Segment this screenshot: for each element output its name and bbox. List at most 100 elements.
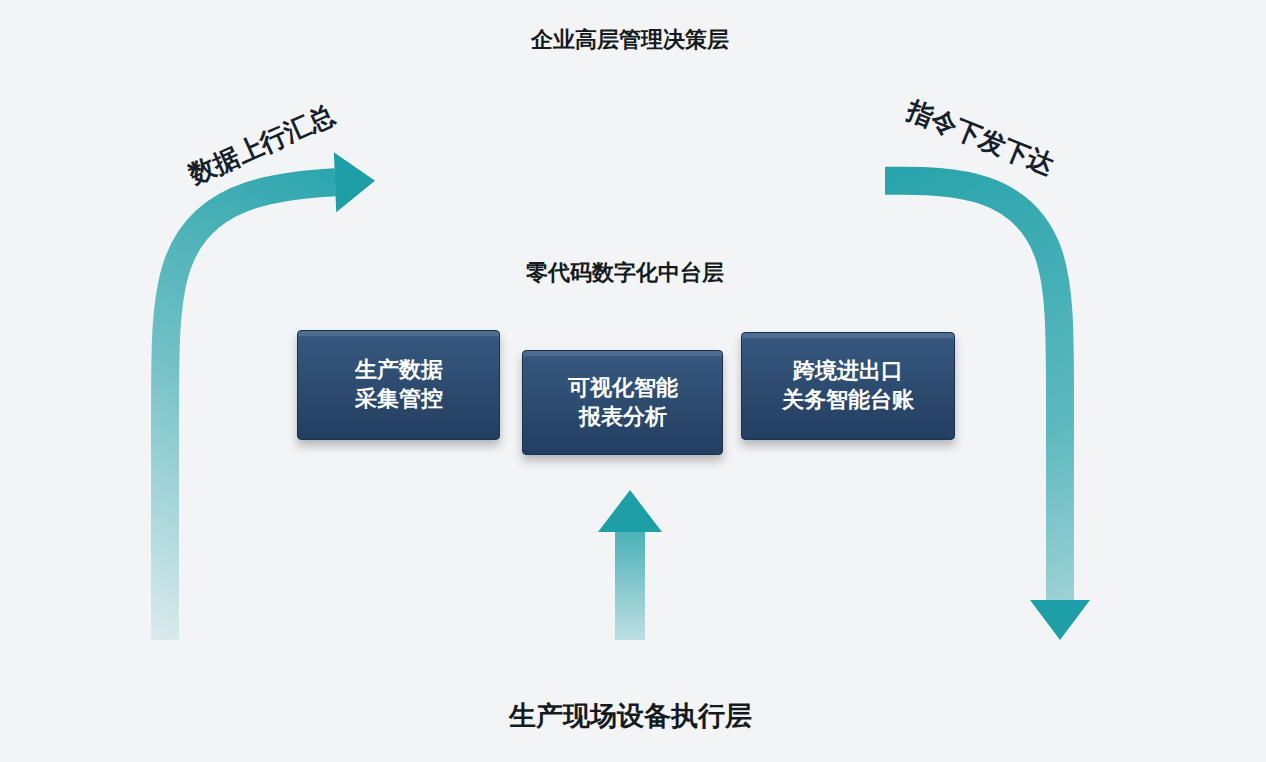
tablet-frame: [568, 298, 676, 352]
screen-bars: [486, 152, 576, 188]
document-fold: [841, 276, 853, 288]
monitor-base: [508, 206, 578, 211]
conveyor-rollers: [80, 560, 280, 574]
chart-tablet: [568, 298, 676, 352]
spindle: [360, 538, 378, 570]
factory-hall-left: [0, 292, 262, 500]
robot-joint: [1140, 580, 1180, 620]
conveyor-rollers: [245, 602, 325, 616]
screen-gauge: [558, 94, 578, 114]
screen-rows: [598, 82, 650, 132]
monitor-neck: [530, 204, 556, 207]
module-box: 跨境进出口 关务智能台账: [741, 332, 955, 440]
machine-foot: [768, 685, 798, 693]
documents: [803, 276, 908, 332]
control-cabinet-machine: [758, 490, 953, 693]
machine-button: [468, 578, 476, 586]
arrow-head: [1030, 600, 1090, 640]
person-shirt: [706, 144, 720, 162]
screen-panel: [592, 73, 662, 193]
person-tie: [748, 160, 752, 180]
spreadsheet-grid: [846, 302, 908, 332]
platform-layer: 零代码数字化中台层生产数据 采集管控 可视化智能 报表分析 跨境进出口 关务智能台账: [235, 255, 1015, 490]
layer-label: 零代码数字化中台层: [526, 259, 724, 288]
hall-beam: [1000, 292, 1266, 302]
spreadsheet: [846, 292, 908, 332]
stage-base: [378, 221, 882, 245]
robot-lower-arm: [1160, 465, 1178, 600]
person-body: [686, 143, 740, 211]
robot-base-disc: [1125, 665, 1195, 690]
chart-line: [582, 305, 664, 330]
hall-wall: [0, 300, 250, 500]
person-head: [738, 128, 762, 152]
document-sheet: [803, 276, 853, 332]
laptop-glyph: [792, 182, 830, 196]
robot-wrist: [1108, 495, 1128, 515]
conveyor-leg: [240, 616, 248, 678]
robot-gripper: [1102, 512, 1132, 548]
arrow-head: [334, 152, 375, 212]
tool-bit: [366, 570, 372, 586]
monitor-screen: [420, 69, 666, 197]
person-tie: [711, 148, 715, 170]
stage-top: [378, 213, 882, 237]
conveyor-belt: [55, 560, 305, 574]
machine-foot: [913, 685, 943, 693]
conveyor-leg: [282, 574, 290, 632]
dial: [766, 560, 790, 584]
tablet-glyph: [404, 282, 424, 310]
machine-screen: [440, 540, 478, 566]
hall-window: [1108, 320, 1172, 412]
parcel: [105, 544, 135, 560]
conveyor-bar: [72, 608, 290, 613]
module-label: 生产数据 采集管控: [322, 356, 476, 413]
robot-joint: [1160, 447, 1196, 483]
screen-rows: [429, 82, 465, 172]
conveyor-leg: [388, 616, 396, 678]
hall-window: [96, 320, 158, 412]
parcel: [250, 544, 280, 560]
execution-layer: 生产现场设备执行层: [150, 640, 1110, 748]
dashboard-monitor: [413, 62, 673, 211]
keypad: [812, 586, 866, 598]
monitor-frame: [413, 62, 673, 204]
chart-bars: [584, 314, 654, 344]
arrow-head: [598, 490, 662, 532]
lamp-stem: [834, 514, 842, 530]
person-body: [726, 155, 774, 211]
connector: [598, 490, 662, 640]
machine-body: [400, 520, 495, 685]
module-box: 生产数据 采集管控: [297, 330, 500, 440]
machine-button: [442, 578, 450, 586]
hall-window: [1192, 320, 1256, 412]
vents: [902, 560, 940, 590]
module-box: 可视化智能 报表分析: [522, 350, 723, 455]
person-head: [700, 115, 726, 141]
stage-rim: [378, 217, 882, 241]
robot-column: [1142, 600, 1178, 668]
module-label: 可视化智能 报表分析: [546, 374, 700, 431]
factory-hall-right: [1000, 292, 1266, 500]
hall-window: [178, 320, 240, 412]
data-terminal: [345, 266, 441, 328]
spreadsheet-header: [846, 292, 908, 302]
hall-rail: [0, 420, 250, 426]
machine-panel: [800, 552, 880, 614]
conveyor-middle: [225, 602, 425, 678]
machine-arm: [395, 505, 407, 535]
person-shirt: [744, 156, 756, 172]
module-label: 跨境进出口 关务智能台账: [771, 357, 925, 414]
status-light: [283, 633, 297, 647]
decision-stage: [375, 22, 885, 247]
parcel: [200, 542, 232, 560]
arrow-label: 数据上行汇总: [184, 99, 339, 191]
conveyor-belt: [225, 602, 425, 616]
badge-icon: [790, 88, 830, 126]
layer-label: 企业高层管理决策层: [531, 26, 729, 55]
conveyor-left: [55, 542, 305, 632]
tablet-rows: [360, 284, 396, 304]
robot-upper-arm: [1118, 465, 1178, 505]
